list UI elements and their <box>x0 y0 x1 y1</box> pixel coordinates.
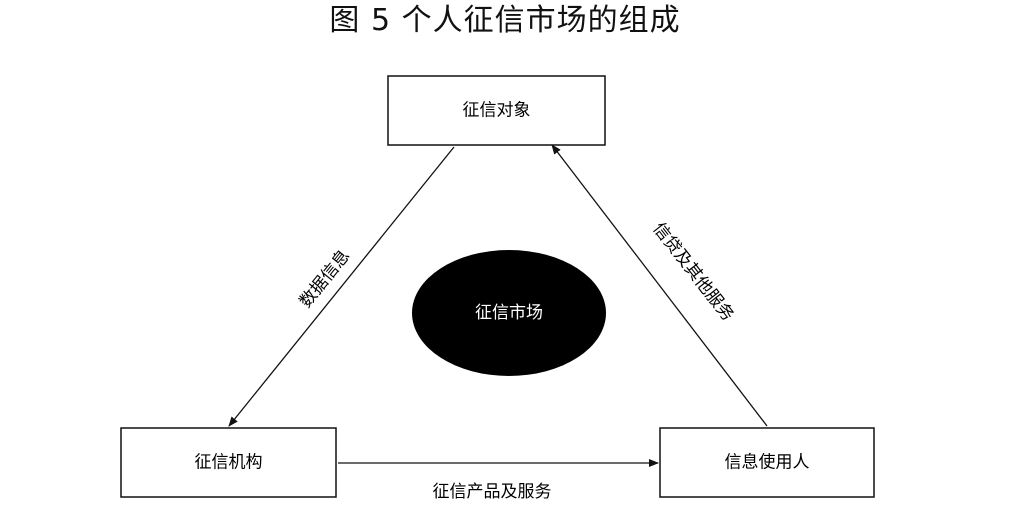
node-credit-subject: 征信对象 <box>387 75 606 146</box>
node-credit-market: 征信市场 <box>412 250 606 376</box>
node-credit-agency: 征信机构 <box>120 427 337 498</box>
node-information-user-label: 信息使用人 <box>725 452 810 473</box>
arrow-user-to-subject <box>551 144 768 427</box>
node-credit-market-label: 征信市场 <box>475 303 543 323</box>
node-credit-subject-label: 征信对象 <box>463 101 531 121</box>
diagram-title: 图 5 个人征信市场的组成 <box>329 3 681 38</box>
edge-label-data-info: 数据信息 <box>296 246 354 311</box>
node-credit-agency-label: 征信机构 <box>195 453 263 473</box>
node-information-user: 信息使用人 <box>659 427 875 498</box>
edge-label-products-services: 征信产品及服务 <box>433 482 552 502</box>
arrow-subject-to-agency <box>228 146 455 427</box>
edge-label-credit-services: 信贷及其他服务 <box>648 219 737 325</box>
